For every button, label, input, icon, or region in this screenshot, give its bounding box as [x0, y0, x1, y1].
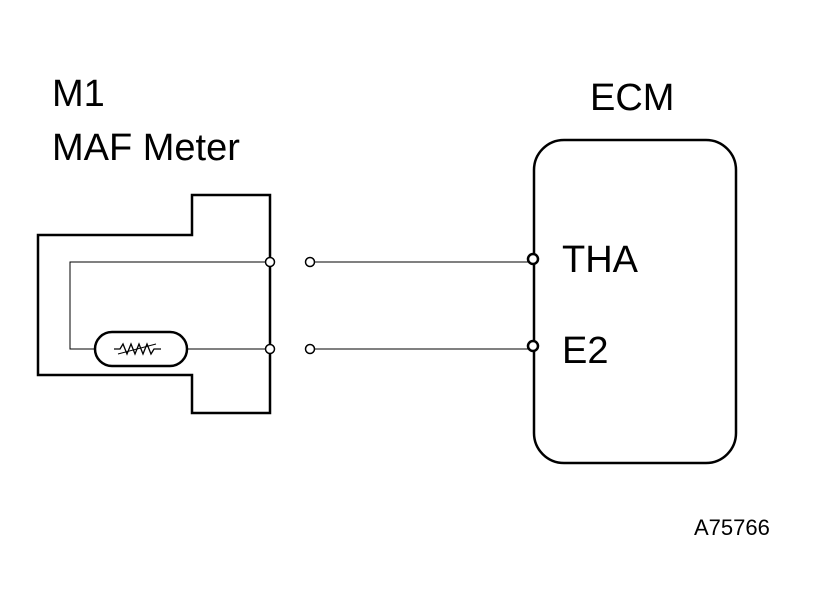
ecm-terminal-label-tha: THA [562, 239, 639, 281]
maf-meter-body [36, 193, 272, 415]
thermistor-arrow-line [117, 343, 157, 355]
sensor-connector-id: M1 [52, 73, 105, 115]
thermistor-housing [93, 330, 189, 368]
harness-terminal-e2 [304, 343, 316, 355]
maf-internal-wire [69, 261, 270, 350]
ecm-title: ECM [590, 77, 674, 119]
ecm-terminal-label-e2: E2 [562, 330, 608, 372]
ecm-box [532, 138, 738, 465]
sensor-terminal-tha [264, 256, 276, 268]
sensor-terminal-e2 [264, 343, 276, 355]
harness-terminal-tha [304, 256, 316, 268]
ecm-terminal-tha [526, 252, 540, 266]
figure-id: A75766 [694, 515, 770, 540]
sensor-name: MAF Meter [52, 127, 240, 169]
ecm-terminal-e2 [526, 339, 540, 353]
